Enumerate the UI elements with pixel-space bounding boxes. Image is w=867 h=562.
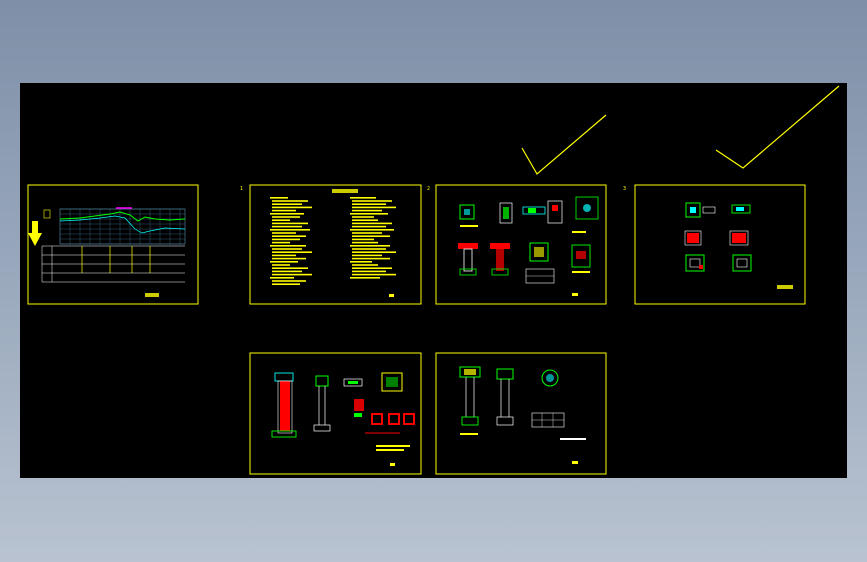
sheet-notes[interactable]: 1 xyxy=(240,184,422,305)
note-text-line xyxy=(270,229,310,231)
note-text-line xyxy=(272,280,306,282)
note-text-line xyxy=(352,251,396,253)
note-text-line xyxy=(270,197,288,199)
note-text-line xyxy=(272,203,302,205)
note-text-line xyxy=(352,238,374,241)
note-text-line xyxy=(352,264,378,266)
note-text-line xyxy=(272,219,290,221)
note-text-line xyxy=(272,264,290,266)
note-text-line xyxy=(352,200,392,202)
note-text-line xyxy=(352,203,386,205)
sheet-details-2[interactable]: 3 xyxy=(623,184,806,305)
note-text-line xyxy=(272,283,300,285)
note-text-line xyxy=(272,270,302,273)
note-text-line xyxy=(272,273,312,276)
note-text-line xyxy=(272,267,308,269)
note-text-line xyxy=(272,241,290,244)
note-text-line xyxy=(272,257,306,260)
sheet-details-3[interactable] xyxy=(249,352,422,475)
note-text-line xyxy=(272,235,306,237)
note-text-line xyxy=(352,273,396,276)
note-text-line xyxy=(270,277,294,279)
sheet-details-4[interactable] xyxy=(435,352,607,475)
note-text-line xyxy=(352,267,392,269)
note-text-line xyxy=(270,245,306,247)
note-text-line xyxy=(352,232,382,234)
check-mark-icon xyxy=(521,114,607,175)
sheet-corner-label: 3 xyxy=(623,186,626,192)
note-text-line xyxy=(352,209,382,212)
note-text-line xyxy=(272,225,302,228)
note-text-line xyxy=(352,222,392,225)
note-text-line xyxy=(272,206,312,209)
note-text-line xyxy=(270,261,298,263)
note-text-line xyxy=(352,219,378,221)
note-text-line xyxy=(352,241,378,244)
note-text-line xyxy=(350,229,394,231)
note-text-line xyxy=(272,209,296,212)
note-text-line xyxy=(350,197,376,199)
check-mark-icon xyxy=(715,85,840,169)
note-text-line xyxy=(352,216,374,218)
note-text-line xyxy=(272,254,296,257)
note-text-line xyxy=(272,200,308,202)
note-text-line xyxy=(352,248,386,250)
sheet-profile[interactable] xyxy=(27,184,199,305)
arrow-icon xyxy=(28,209,51,246)
note-text-line xyxy=(350,245,390,247)
sheet-corner-label: 2 xyxy=(427,186,430,192)
note-text-line xyxy=(352,235,390,237)
cad-drawing-canvas[interactable]: 1 2 xyxy=(20,83,847,478)
note-text-line xyxy=(352,254,382,257)
note-text-line xyxy=(352,257,390,260)
note-text-line xyxy=(272,248,302,250)
note-text-line xyxy=(350,213,388,215)
note-text-line xyxy=(272,238,300,241)
sheet-details-1[interactable]: 2 xyxy=(427,184,607,305)
note-text-line xyxy=(272,232,296,234)
note-text-line xyxy=(350,277,380,279)
note-text-line xyxy=(352,225,386,228)
note-text-line xyxy=(350,261,372,263)
note-text-line xyxy=(272,216,300,218)
sheet-corner-label: 1 xyxy=(240,186,243,192)
note-text-line xyxy=(272,251,312,253)
note-text-line xyxy=(352,206,396,209)
note-text-line xyxy=(270,213,304,215)
note-text-line xyxy=(352,270,386,273)
note-text-line xyxy=(272,222,308,225)
